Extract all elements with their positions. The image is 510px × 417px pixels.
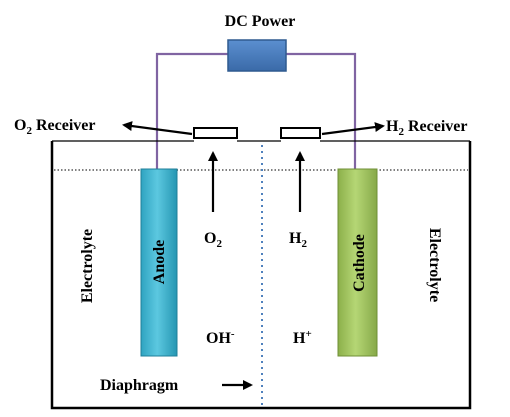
diaphragm-label: Diaphragm <box>100 377 179 394</box>
left-wire <box>155 52 228 170</box>
o2-receiver-label: O2 Receiver <box>14 117 95 137</box>
h2-receiver-label: H2 Receiver <box>386 118 467 138</box>
dc-power-label: DC Power <box>225 13 296 30</box>
hydroxide-ion-label: OH- <box>206 328 235 347</box>
o2-outlet-arrow <box>122 121 193 136</box>
cathode-electrode <box>337 168 378 357</box>
anode-label: Anode <box>151 240 168 284</box>
cathode-label: Cathode <box>351 234 368 292</box>
h2-outlet-arrow <box>321 122 385 136</box>
hydrogen-ion-label: H+ <box>293 328 312 347</box>
right-wire <box>286 52 357 170</box>
o2-gas-label: O2 <box>204 230 222 250</box>
electrolyte-left-label: Electrolyte <box>79 229 96 303</box>
electrolyzer-tank <box>50 141 472 410</box>
o2-receiver-vent <box>193 127 238 139</box>
anode-electrode <box>140 168 178 357</box>
dc-power-source <box>227 39 287 72</box>
h2-gas-label: H2 <box>289 230 307 250</box>
h2-receiver-vent <box>280 127 321 139</box>
electrolyte-right-label: Electrolyte <box>426 228 443 302</box>
